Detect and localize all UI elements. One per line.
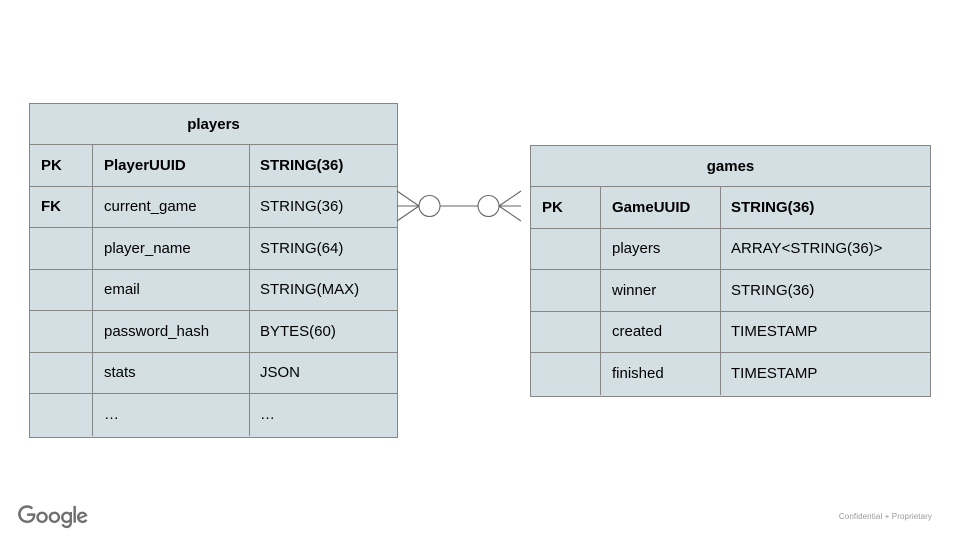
entity-title-games: games bbox=[531, 146, 930, 187]
table-row[interactable]: … … bbox=[30, 394, 397, 436]
row-field: email bbox=[93, 269, 250, 310]
row-key: PK bbox=[531, 187, 601, 228]
row-datatype: TIMESTAMP bbox=[731, 365, 818, 383]
row-key bbox=[30, 352, 93, 393]
entity-table-players[interactable]: players PK PlayerUUID STRING(36) FK curr… bbox=[29, 103, 398, 438]
table-row[interactable]: email STRING(MAX) bbox=[30, 269, 397, 311]
row-key bbox=[30, 228, 93, 269]
row-key bbox=[30, 394, 93, 436]
row-field: winner bbox=[601, 270, 721, 311]
row-field: stats bbox=[93, 352, 250, 393]
row-key: PK bbox=[30, 145, 93, 186]
row-datatype: ARRAY<STRING(36)> bbox=[731, 240, 883, 258]
row-field: created bbox=[601, 311, 721, 352]
row-datatype: STRING(36) bbox=[260, 198, 344, 216]
table-row[interactable]: PK GameUUID STRING(36) bbox=[531, 187, 930, 229]
crowfoot-prong-lower-right bbox=[498, 205, 522, 222]
row-key bbox=[531, 311, 601, 352]
table-row[interactable]: FK current_game STRING(36) bbox=[30, 186, 397, 228]
row-datatype: STRING(64) bbox=[260, 239, 344, 257]
row-datatype: STRING(36) bbox=[731, 198, 815, 216]
crowfoot-prong-upper-right bbox=[498, 190, 522, 207]
optionality-circle-right bbox=[477, 194, 500, 218]
row-field: finished bbox=[601, 353, 721, 395]
row-datatype: STRING(MAX) bbox=[260, 281, 360, 299]
row-key bbox=[531, 270, 601, 311]
table-row[interactable]: created TIMESTAMP bbox=[531, 311, 930, 353]
row-key: FK bbox=[30, 186, 93, 227]
row-key bbox=[531, 353, 601, 395]
crowfoot-prong-lower-left bbox=[396, 205, 420, 222]
row-datatype: STRING(36) bbox=[260, 156, 344, 174]
row-datatype: … bbox=[260, 406, 275, 424]
row-datatype: BYTES(60) bbox=[260, 322, 336, 340]
optionality-circle-left bbox=[418, 194, 441, 218]
table-row[interactable]: password_hash BYTES(60) bbox=[30, 311, 397, 353]
row-datatype: STRING(36) bbox=[731, 281, 815, 299]
row-key bbox=[531, 228, 601, 269]
table-row[interactable]: PK PlayerUUID STRING(36) bbox=[30, 145, 397, 187]
row-datatype: JSON bbox=[260, 364, 301, 382]
row-field: PlayerUUID bbox=[93, 145, 250, 186]
footer-confidentiality-note: Confidential + Proprietary bbox=[838, 512, 932, 521]
entity-title-players: players bbox=[30, 104, 397, 145]
row-key bbox=[30, 269, 93, 310]
table-row[interactable]: finished TIMESTAMP bbox=[531, 353, 930, 395]
table-row[interactable]: winner STRING(36) bbox=[531, 270, 930, 312]
table-row[interactable]: players ARRAY<STRING(36)> bbox=[531, 228, 930, 270]
row-datatype: TIMESTAMP bbox=[731, 323, 818, 341]
row-field: player_name bbox=[93, 228, 250, 269]
row-key bbox=[30, 311, 93, 352]
row-field: GameUUID bbox=[601, 187, 721, 228]
row-field: current_game bbox=[93, 186, 250, 227]
table-row[interactable]: stats JSON bbox=[30, 352, 397, 394]
row-field: … bbox=[93, 394, 250, 436]
table-row[interactable]: player_name STRING(64) bbox=[30, 228, 397, 270]
row-field: password_hash bbox=[93, 311, 250, 352]
row-field: players bbox=[601, 228, 721, 269]
entity-table-games[interactable]: games PK GameUUID STRING(36) players ARR… bbox=[530, 145, 931, 397]
crowfoot-prong-upper-left bbox=[396, 190, 420, 207]
relationship-connector[interactable] bbox=[390, 180, 540, 232]
google-logo bbox=[18, 505, 88, 529]
